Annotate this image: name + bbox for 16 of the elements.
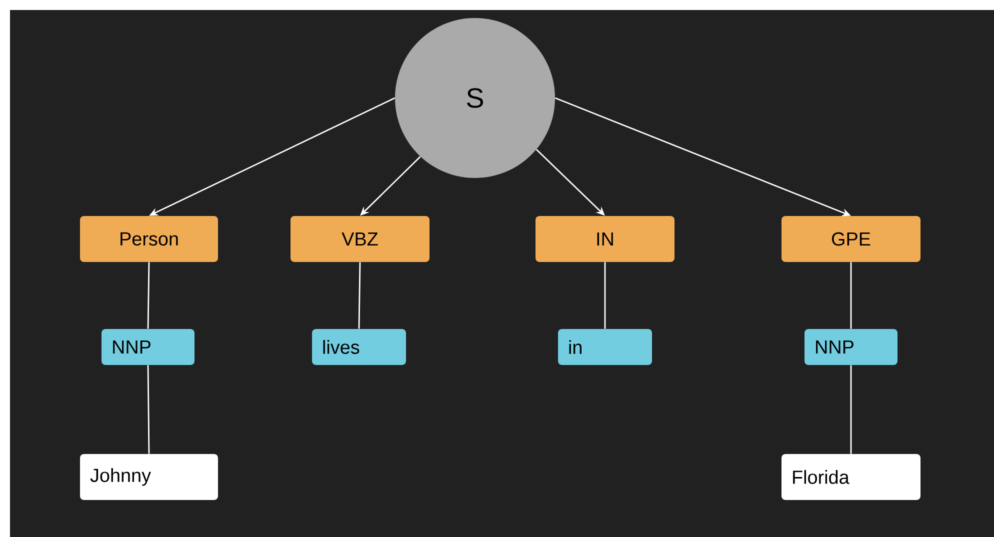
pos-box: in bbox=[558, 329, 652, 365]
word-box: Florida bbox=[782, 454, 920, 500]
pos-box: lives bbox=[312, 329, 406, 365]
pos-box: NNP bbox=[102, 329, 194, 365]
connector-line bbox=[850, 365, 852, 454]
connector-line bbox=[358, 262, 361, 329]
connector-line bbox=[147, 365, 150, 454]
connector-line bbox=[850, 262, 852, 329]
word-box: Johnny bbox=[80, 454, 218, 500]
tag-box: VBZ bbox=[290, 216, 430, 262]
tag-box: IN bbox=[536, 216, 674, 262]
connector-line bbox=[604, 262, 606, 329]
pos-box: NNP bbox=[804, 329, 898, 365]
tag-box: GPE bbox=[782, 216, 920, 262]
tag-box: Person bbox=[80, 216, 218, 262]
connector-line bbox=[147, 262, 150, 329]
